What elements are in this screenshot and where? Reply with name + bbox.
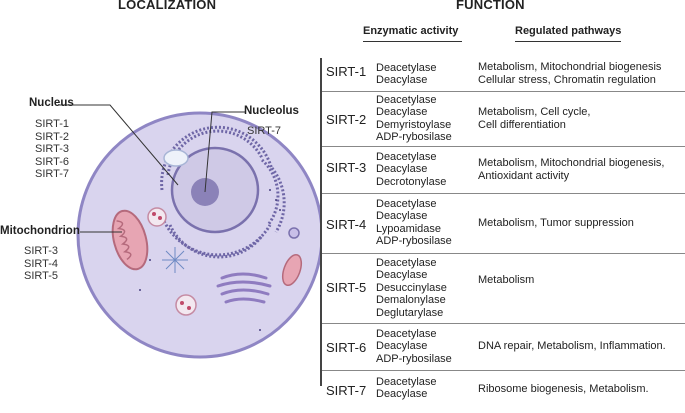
list-item: SIRT-6 [35,155,70,168]
row-sirt-2-pathways: Metabolism, Cell cycle, Cell differentia… [478,106,590,131]
mitochondrion-right [281,253,303,287]
row-sirt-4-pathways: Metabolism, Tumor suppression [478,217,634,230]
mitochondrion-left [111,209,149,271]
enzyme-item: ADP-rybosilase [376,131,452,144]
regulated-pathways-header: Regulated pathways [515,25,622,37]
pathways-underline [515,41,621,42]
lysosome-2 [175,294,197,316]
pathway-item: Metabolism, Tumor suppression [478,217,634,229]
enzyme-item: Desuccinylase [376,281,447,294]
enzyme-item: Deacylase [376,388,428,401]
row-sirt-2-name: SIRT-2 [326,112,367,127]
enzyme-item: Deacetylase [376,94,437,106]
pathway-item: Metabolism, Cell cycle, [478,106,591,118]
row-sirt-6-name: SIRT-6 [326,340,367,355]
enzyme-item: Deacylase [376,210,428,223]
enzyme-item: Deacetylase [376,376,437,388]
row-sirt-1-enzymes: Deacetylase Deacylase [376,62,437,87]
row-sirt-1-name: SIRT-1 [326,64,367,79]
nucleus-sirt-list: SIRT-1 SIRT-2 SIRT-3 SIRT-6 SIRT-7 [35,118,69,181]
cell-membrane [76,111,320,359]
nucleus-label: Nucleus [29,97,74,109]
row-sirt-5-enzymes: Deacetylase Deacylase Desuccinylase Dema… [376,257,447,319]
row-sirt-2-enzymes: Deacetylase Deacylase Demyristoylase ADP… [376,94,452,144]
enzyme-item: Deacylase [376,106,428,119]
list-item: SIRT-7 [35,168,70,180]
row-sirt-7-name: SIRT-7 [326,383,367,398]
enzyme-item: Deacylase [376,163,428,176]
row-sirt-5-name: SIRT-5 [326,280,367,295]
enzyme-item: Deglutarylase [376,306,444,319]
row-sirt-6-enzymes: Deacetylase Deacylase ADP-rybosilase [376,328,452,365]
nucleolus-sirt-list: SIRT-7 [247,125,281,138]
mitochondrion-label: Mitochondrion [0,225,80,237]
golgi-apparatus [216,272,272,304]
pathway-item: Ribosome biogenesis, Metabolism. [478,383,649,395]
pathway-item: Metabolism [478,274,535,286]
row-separator [322,91,685,92]
row-sirt-1-pathways: Metabolism, Mitochondrial biogenesis Cel… [478,61,661,86]
row-separator [322,323,685,324]
row-sirt-3-name: SIRT-3 [326,160,367,175]
enzymatic-underline [363,41,462,42]
row-separator [322,253,685,254]
row-separator [322,370,685,371]
localization-header: LOCALIZATION [118,0,217,12]
enzyme-item: Decrotonylase [376,175,447,188]
enzyme-item: Deacetylase [376,62,437,74]
function-header: FUNCTION [456,0,525,12]
pathway-item: Cellular stress, Chromatin regulation [478,73,656,86]
row-separator [322,146,685,147]
vesicle-top [163,149,189,167]
enzyme-item: ADP-rybosilase [376,352,452,365]
row-sirt-4-name: SIRT-4 [326,217,367,232]
nucleus-leader-line [58,104,179,186]
enzyme-item: Deacetylase [376,198,437,210]
enzyme-item: Deacylase [376,269,428,282]
enzyme-item: Deacetylase [376,257,437,269]
row-sirt-7-pathways: Ribosome biogenesis, Metabolism. [478,383,649,396]
row-sirt-7-enzymes: Deacetylase Deacylase [376,376,437,401]
row-sirt-5-pathways: Metabolism [478,274,534,287]
lysosome-1 [147,207,167,227]
row-separator [322,193,685,194]
list-item: SIRT-3 [24,245,59,257]
enzyme-item: ADP-rybosilase [376,235,452,248]
row-sirt-3-pathways: Metabolism, Mitochondrial biogenesis, An… [478,157,664,182]
cell-illustration [58,104,320,359]
enzyme-item: Deacylase [376,340,428,353]
enzyme-item: Deacylase [376,74,428,87]
pathway-item: Antioxidant activity [478,169,570,182]
enzyme-item: Demyristoylase [376,118,452,131]
nucleolus-label: Nucleolus [244,105,299,117]
pathway-item: Metabolism, Mitochondrial biogenesis, [478,157,665,169]
pathway-item: DNA repair, Metabolism, Inflammation. [478,340,666,352]
pathway-item: Metabolism, Mitochondrial biogenesis [478,61,662,73]
row-sirt-4-enzymes: Deacetylase Deacylase Lypoamidase ADP-ry… [376,198,452,248]
nucleolus-leader-line [204,111,245,193]
row-sirt-3-enzymes: Deacetylase Deacylase Decrotonylase [376,151,446,188]
list-item: SIRT-5 [24,270,59,282]
list-item: SIRT-4 [24,257,59,270]
list-item: SIRT-7 [247,125,282,137]
list-item: SIRT-1 [35,118,70,130]
enzymatic-activity-header: Enzymatic activity [363,25,459,37]
row-sirt-6-pathways: DNA repair, Metabolism, Inflammation. [478,340,666,353]
enzyme-item: Lypoamidase [376,222,442,235]
enzyme-item: Deacetylase [376,328,437,340]
list-item: SIRT-3 [35,143,70,155]
pathway-item: Cell differentiation [478,118,566,131]
mitochondrion-sirt-list: SIRT-3 SIRT-4 SIRT-5 [24,245,58,283]
enzyme-item: Deacetylase [376,151,437,163]
enzyme-item: Demalonylase [376,294,446,307]
centrosome [162,247,188,273]
table-vertical-divider [320,58,322,386]
list-item: SIRT-2 [35,130,70,143]
